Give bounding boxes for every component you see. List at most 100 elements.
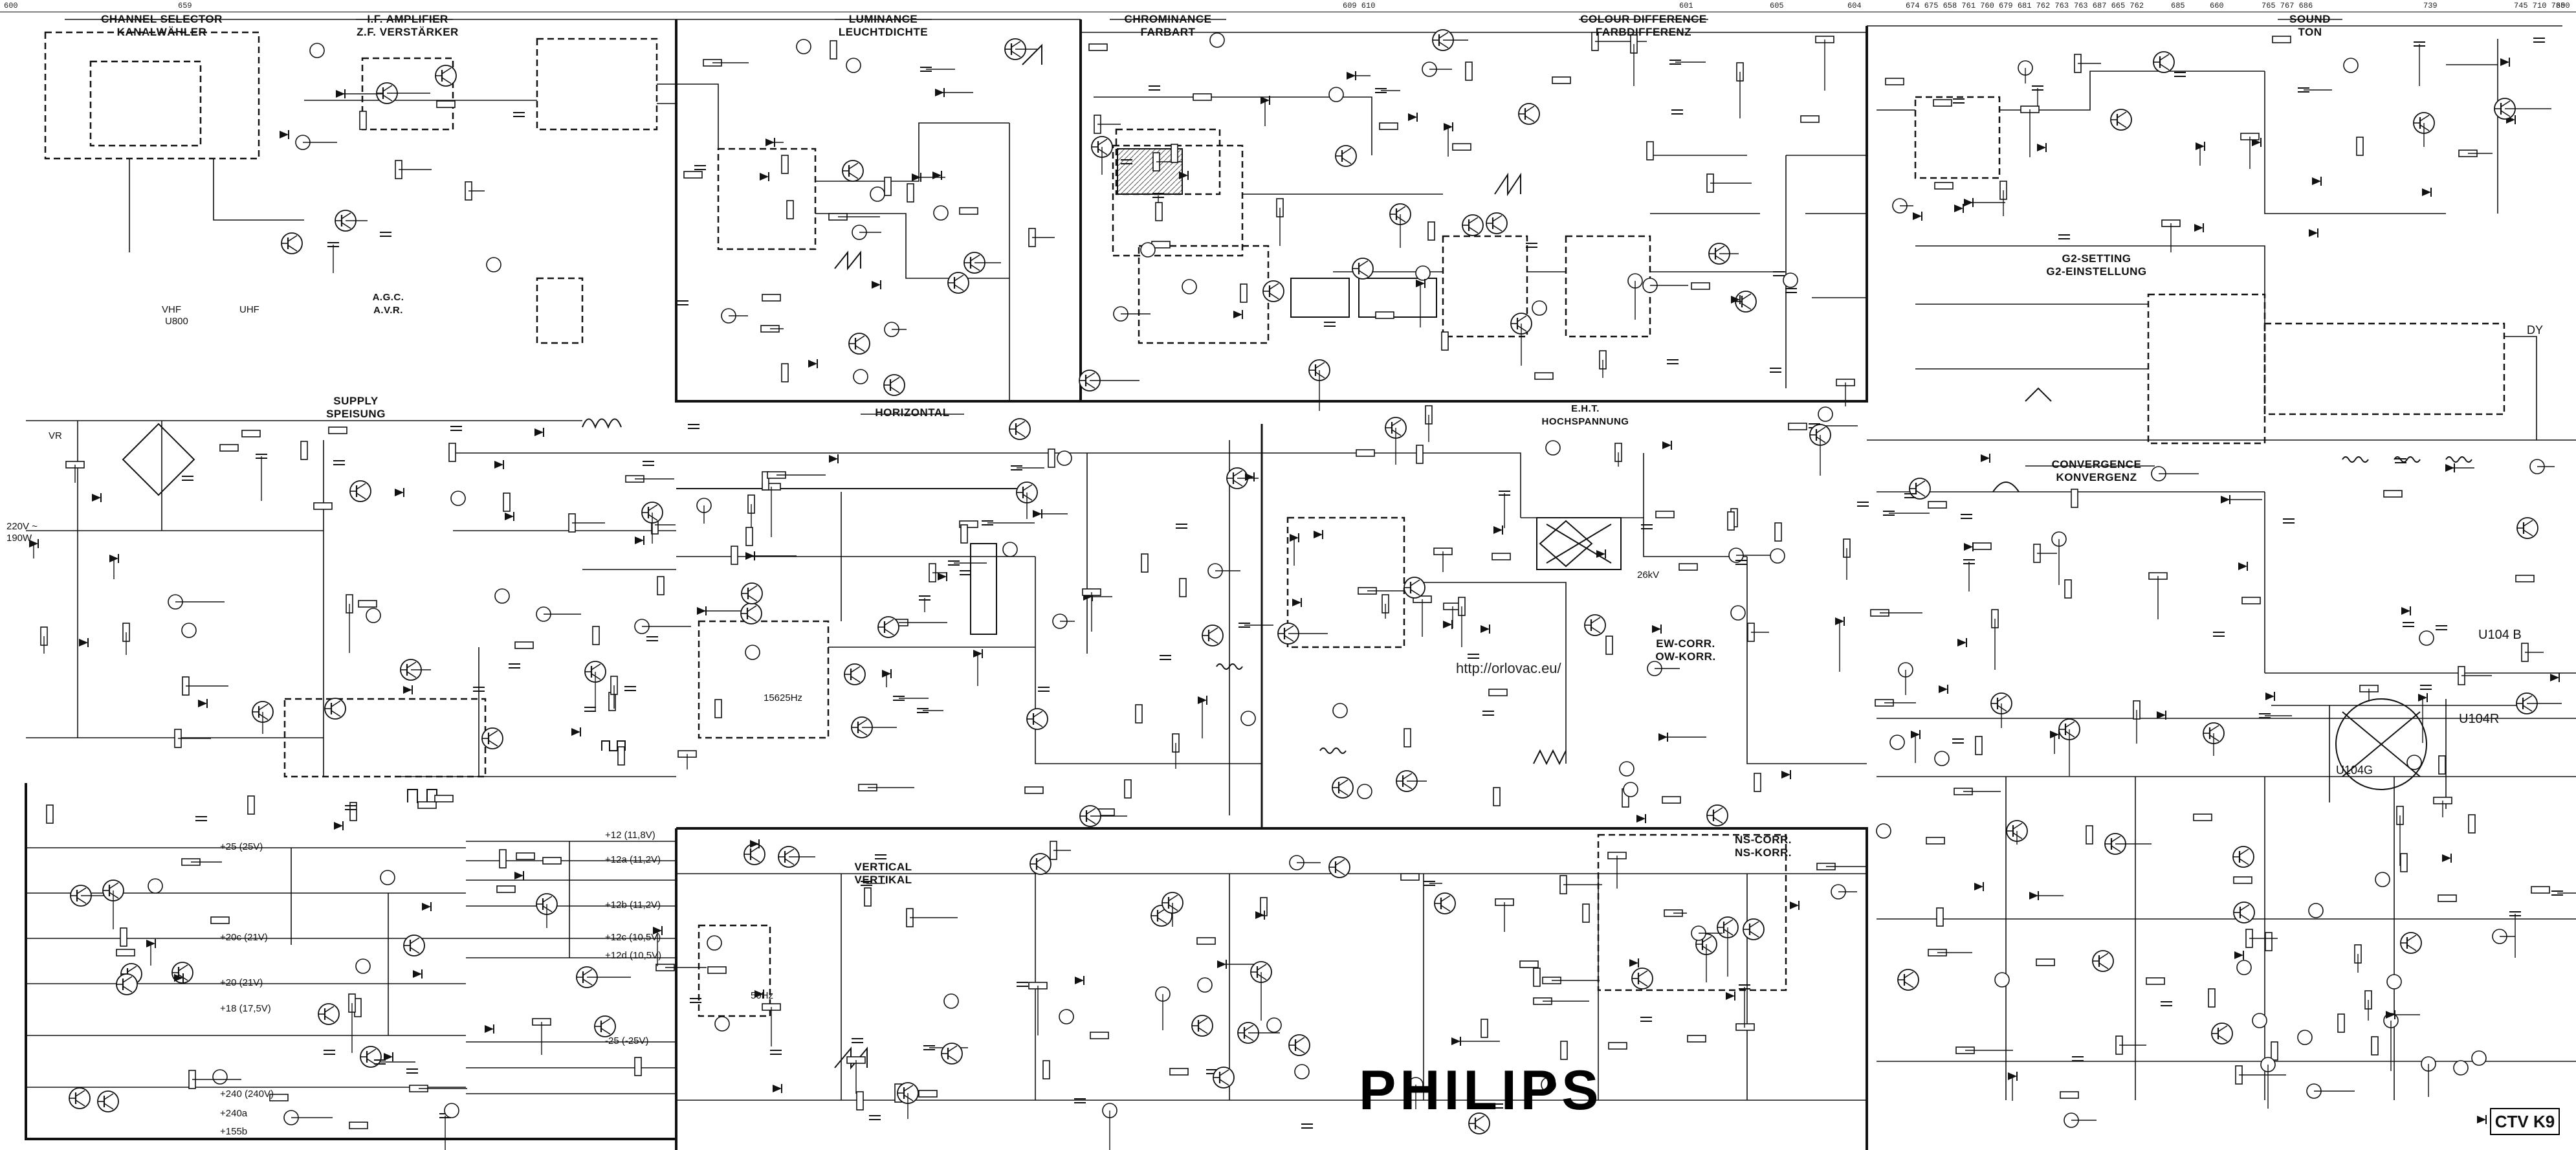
test-point-symbol <box>380 870 395 885</box>
transistor-symbol <box>1334 144 1358 168</box>
test-point-symbol <box>846 58 861 73</box>
ruler-item: 739 <box>2423 1 2438 10</box>
section-subtitle: OW-KORR. <box>1655 650 1716 663</box>
resistor-symbol <box>496 885 516 893</box>
diode-symbol <box>828 454 839 464</box>
resistor-symbol <box>592 626 600 645</box>
resistor-symbol <box>1608 1042 1627 1050</box>
diode-symbol <box>91 492 102 503</box>
diode-symbol <box>333 821 344 831</box>
transistor-symbol <box>280 232 303 255</box>
resistor-symbol <box>1655 511 1675 518</box>
test-point-symbol <box>494 588 510 604</box>
diode-symbol <box>2441 853 2452 863</box>
test-point-symbol <box>1332 703 1348 718</box>
section-subtitle: FARBDIFFERENZ <box>1595 26 1692 38</box>
test-point-symbol <box>2375 872 2390 887</box>
diode-symbol <box>759 171 769 182</box>
diode-symbol <box>494 459 504 470</box>
transistor-symbol <box>1351 257 1374 280</box>
capacitor-symbol <box>1148 85 1161 91</box>
transistor-symbol <box>2232 901 2256 924</box>
capacitor-symbol <box>1037 687 1050 692</box>
diode-symbol <box>634 535 644 546</box>
uhf-label: UHF <box>239 304 259 315</box>
resistor-symbol <box>683 171 703 179</box>
test-point-symbol <box>714 1016 730 1032</box>
resistor-symbol <box>1605 636 1613 655</box>
diode-symbol <box>1442 619 1453 630</box>
diode-symbol <box>1233 309 1243 320</box>
resistor-symbol <box>1646 141 1654 160</box>
capacitor-symbol <box>694 165 707 170</box>
test-point-symbol <box>444 1103 459 1118</box>
test-point-symbol <box>2419 630 2434 646</box>
transistor-symbol <box>481 727 504 750</box>
section-title: COLOUR DIFFERENCE <box>1580 13 1707 25</box>
transistor-symbol <box>1631 967 1654 990</box>
resistor-symbol <box>120 927 127 947</box>
section-subtitle: A.V.R. <box>373 305 403 316</box>
resistor-symbol <box>1048 448 1055 468</box>
resistor-symbol <box>1088 43 1108 51</box>
rail-label: +18 (17,5V) <box>220 1003 271 1014</box>
test-point-symbol <box>707 935 722 951</box>
section-vertical: VERTICAL VERTIKAL <box>835 861 932 887</box>
resistor-symbol <box>1687 1035 1706 1043</box>
test-point-symbol <box>1783 272 1798 288</box>
capacitor-symbol <box>1467 654 1480 659</box>
section-sound: SOUND TON <box>2271 13 2349 39</box>
diode-symbol <box>534 427 544 437</box>
test-point-symbol <box>870 186 885 202</box>
mains-label: 220V ~ 190W <box>6 521 38 544</box>
resistor-symbol <box>634 1057 642 1076</box>
diode-symbol <box>1974 881 1984 892</box>
resistor-symbol <box>499 849 507 868</box>
capacitor-symbol <box>1301 1123 1314 1129</box>
diode-symbol <box>2194 223 2204 233</box>
resistor-symbol <box>786 200 794 219</box>
diode-symbol <box>1629 958 1639 968</box>
diode-symbol <box>772 1083 782 1094</box>
resistor-symbol <box>1135 704 1143 724</box>
diode-symbol <box>1789 900 1800 911</box>
transistor-symbol <box>743 843 766 866</box>
resistor-symbol <box>1481 1019 1488 1038</box>
test-point-symbol <box>309 43 325 58</box>
test-point-symbol <box>450 491 466 506</box>
ruler-item: 605 <box>1770 1 1784 10</box>
transistor-symbol <box>434 64 457 87</box>
resistor-symbol <box>328 426 347 434</box>
section-subtitle: VERTIKAL <box>854 874 912 886</box>
capacitor-symbol <box>1175 524 1188 529</box>
transistor-symbol <box>1262 280 1285 303</box>
resistor-symbol <box>503 492 511 512</box>
capacitor-symbol <box>1323 322 1336 327</box>
capacitor-symbol <box>1640 524 1653 529</box>
resistor-symbol <box>2241 597 2261 604</box>
resistor-symbol <box>1560 1041 1568 1060</box>
test-point-symbol <box>1357 784 1372 799</box>
capacitor-symbol <box>2212 632 2225 637</box>
resistor-symbol <box>2515 575 2535 582</box>
test-point-symbol <box>2252 1013 2267 1028</box>
section-title: CHROMINANCE <box>1124 13 1212 25</box>
test-point-symbol <box>1140 242 1156 258</box>
section-title: LUMINANCE <box>848 13 918 25</box>
test-point-symbol <box>1197 977 1213 993</box>
transistor-symbol <box>1908 477 1932 500</box>
source-url[interactable]: http://orlovac.eu/ <box>1456 660 1561 676</box>
section-title: A.G.C. <box>372 292 404 303</box>
capacitor-symbol <box>584 707 597 712</box>
resistor-symbol <box>359 111 367 130</box>
rail-label: +12b (11,2V) <box>605 900 661 911</box>
diode-symbol <box>402 685 413 695</box>
capacitor-symbol <box>2282 518 2295 524</box>
ruler-item: 609 610 <box>1343 1 1376 10</box>
resistor-symbol <box>1972 542 1992 550</box>
diode-symbol <box>2476 1114 2487 1125</box>
diode-symbol <box>1912 211 1922 221</box>
rail-label: +25 (25V) <box>220 841 263 852</box>
diode-symbol <box>2234 950 2244 960</box>
capacitor-symbol <box>1769 368 1782 373</box>
